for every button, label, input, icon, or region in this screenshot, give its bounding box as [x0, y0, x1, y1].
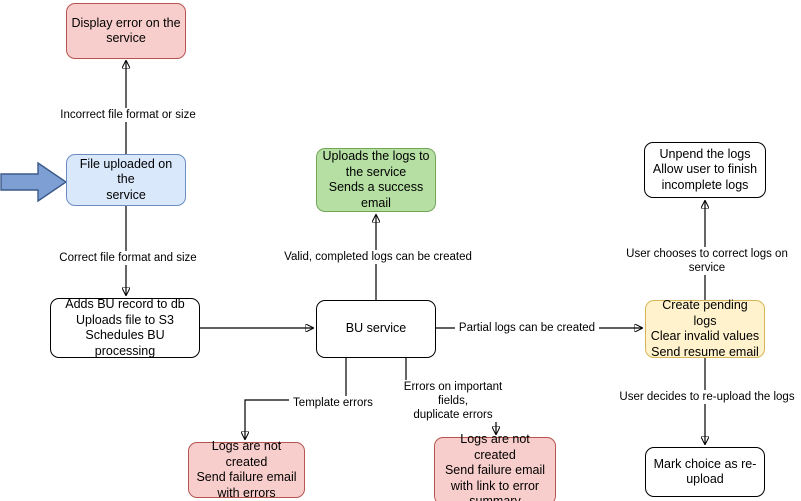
edge-label-correct-on-service: User chooses to correct logs on service: [607, 247, 801, 275]
node-file-uploaded[interactable]: File uploaded on the service: [66, 154, 186, 206]
node-mark-choice[interactable]: Mark choice as re- upload: [645, 447, 765, 497]
node-create-pending-logs[interactable]: Create pending logs Clear invalid values…: [645, 298, 765, 359]
node-unpend-logs[interactable]: Unpend the logs Allow user to finish inc…: [644, 142, 766, 198]
entry-arrow: [0, 161, 68, 203]
edge-label-correct-format: Correct file format and size: [56, 251, 200, 265]
edge-label-user-reupload: User decides to re-upload the logs: [614, 390, 800, 404]
edge-label-template-errors: Template errors: [289, 396, 377, 410]
edge-label-important-errors: Errors on important fields, duplicate er…: [391, 380, 515, 422]
node-logs-not-created-errors[interactable]: Logs are not created Send failure email …: [188, 439, 305, 500]
edge-label-partial-logs: Partial logs can be created: [455, 321, 599, 335]
node-display-error[interactable]: Display error on the service: [66, 3, 186, 59]
node-logs-not-created-summary[interactable]: Logs are not created Send failure email …: [434, 432, 556, 501]
node-adds-bu-record[interactable]: Adds BU record to db Uploads file to S3 …: [50, 297, 200, 358]
node-bu-service[interactable]: BU service: [316, 300, 436, 358]
edge-label-incorrect-format: Incorrect file format or size: [56, 108, 200, 122]
node-uploads-logs[interactable]: Uploads the logs to the service Sends a …: [316, 148, 436, 212]
edge-label-valid-logs: Valid, completed logs can be created: [281, 250, 475, 264]
